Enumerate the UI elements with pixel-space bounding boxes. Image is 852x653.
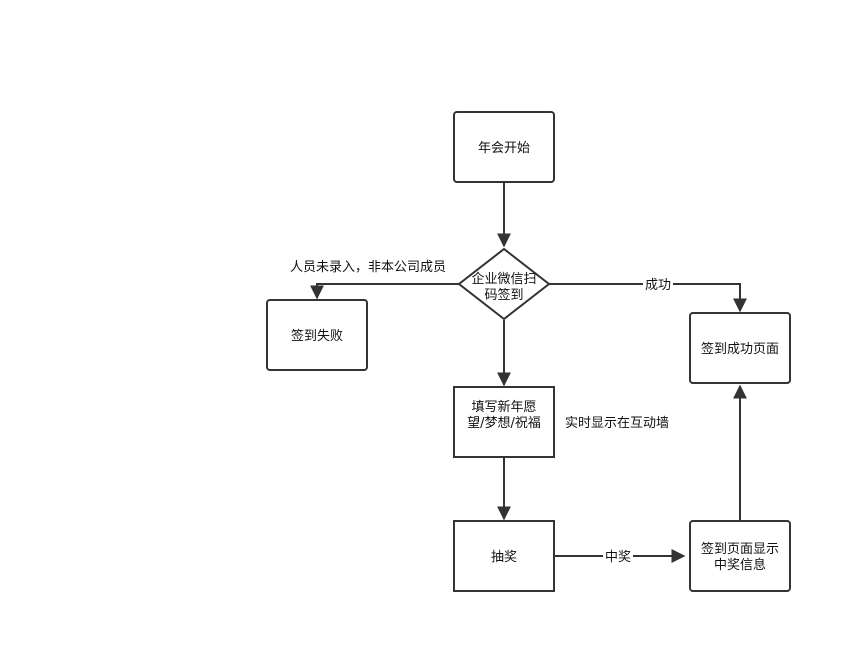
node-start-label: 年会开始 [478, 141, 530, 156]
node-success-label: 签到成功页面 [701, 341, 779, 357]
win-label: 中奖 [605, 550, 631, 565]
edge-label-win: 中奖 [603, 548, 633, 565]
note-wall: 实时显示在互动墙 [565, 416, 669, 431]
node-wish-label-line2: 望/梦想/祝福 [467, 415, 541, 431]
edge-label-success: 成功 [643, 276, 673, 293]
wall-display-note: 实时显示在互动墙 [565, 416, 669, 431]
node-wish[interactable]: 填写新年愿 望/梦想/祝福 [453, 386, 555, 458]
node-signin-label-line2: 码签到 [484, 287, 523, 303]
node-start[interactable]: 年会开始 [453, 111, 555, 183]
node-prize-label-line1: 签到页面显示 [701, 541, 779, 557]
edge-signin-to-success [549, 283, 747, 313]
node-wish-label-line1: 填写新年愿 [471, 399, 536, 415]
node-fail-label: 签到失败 [291, 328, 343, 344]
node-prize-label-line2: 中奖信息 [714, 557, 766, 573]
node-signin-label-line1: 企业微信扫 [471, 271, 536, 287]
node-prize-info[interactable]: 签到页面显示 中奖信息 [689, 520, 791, 592]
node-fail[interactable]: 签到失败 [266, 299, 368, 371]
node-signin-decision[interactable]: 企业微信扫 码签到 [457, 247, 551, 321]
edge-signin-to-fail [310, 283, 459, 300]
node-success[interactable]: 签到成功页面 [689, 312, 791, 384]
node-lottery-label: 抽奖 [491, 550, 517, 565]
success-label: 成功 [645, 278, 671, 293]
node-lottery[interactable]: 抽奖 [453, 520, 555, 592]
fail-condition-label: 人员未录入，非本公司成员 [290, 260, 446, 275]
edge-label-fail: 人员未录入，非本公司成员 [290, 260, 446, 275]
